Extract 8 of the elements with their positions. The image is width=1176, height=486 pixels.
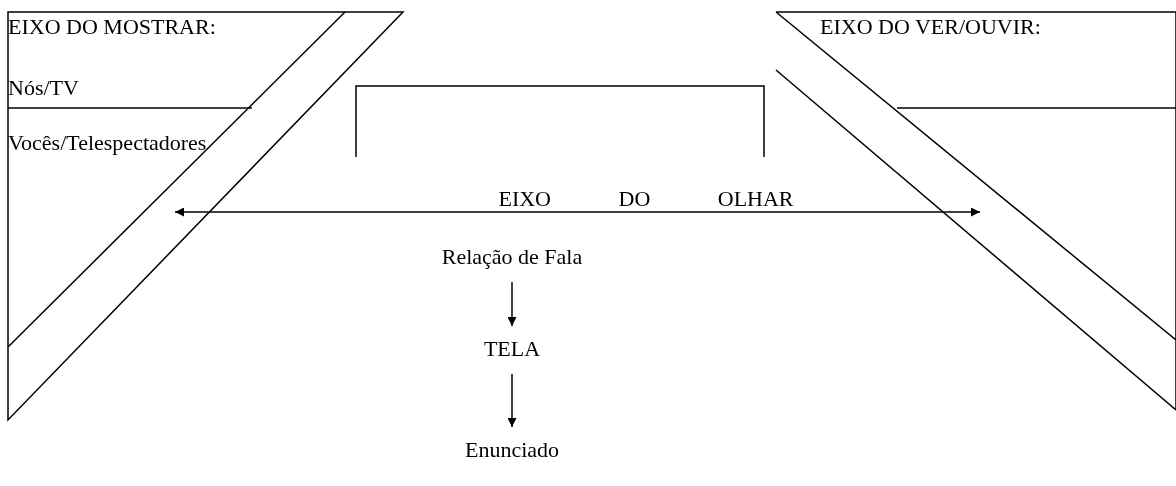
- arrow: [507, 281, 517, 327]
- step-label: Relação de Fala: [440, 244, 584, 270]
- axis-heading: EIXO DO VER/OUVIR:: [820, 14, 1041, 40]
- axis-frame: [8, 12, 408, 420]
- arrow: [174, 207, 981, 217]
- step-label: TELA: [482, 336, 542, 362]
- arrow: [507, 373, 517, 428]
- step-label: Enunciado: [463, 437, 561, 463]
